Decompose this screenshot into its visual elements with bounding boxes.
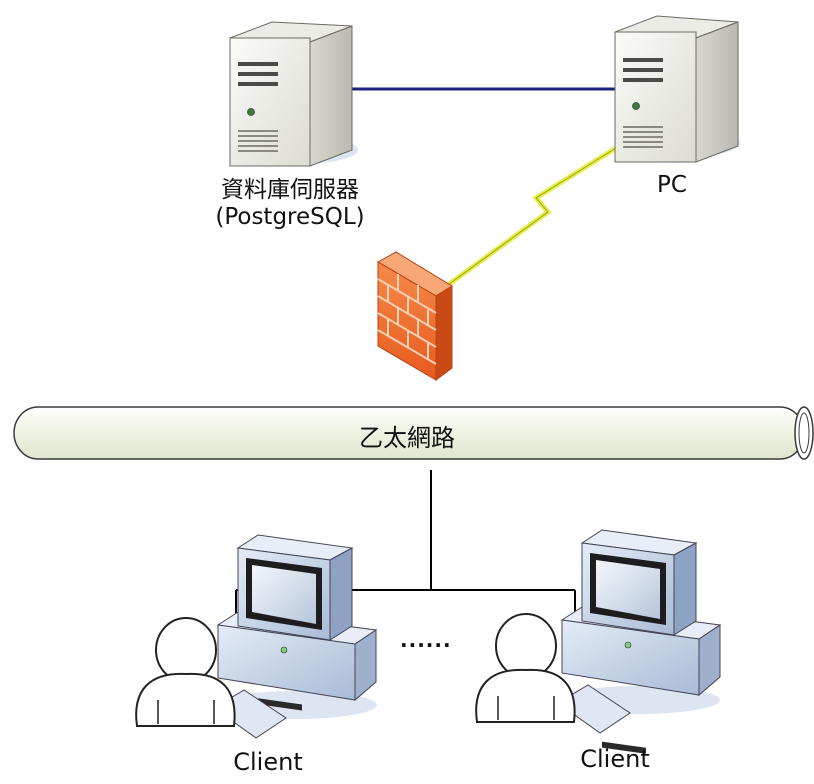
user-icon [135,617,236,727]
lightning-link-icon [428,145,618,301]
network-label: 乙太網路 [359,424,455,452]
client-workstation-icon [556,529,722,754]
firewall-icon [376,251,453,381]
user-icon [475,613,576,723]
pc-server-icon [614,15,740,163]
db-server-software-label: (PostgreSQL) [215,204,365,230]
pc-label: PC [657,172,687,198]
client-label: Client [233,748,303,776]
client-label: Client [580,745,650,773]
db-server-icon [229,21,358,167]
client-workstation-icon [213,534,378,739]
ethernet-bus [13,406,814,460]
ellipsis-label: ...... [400,628,452,652]
db-server-label: 資料庫伺服器 [221,177,359,203]
